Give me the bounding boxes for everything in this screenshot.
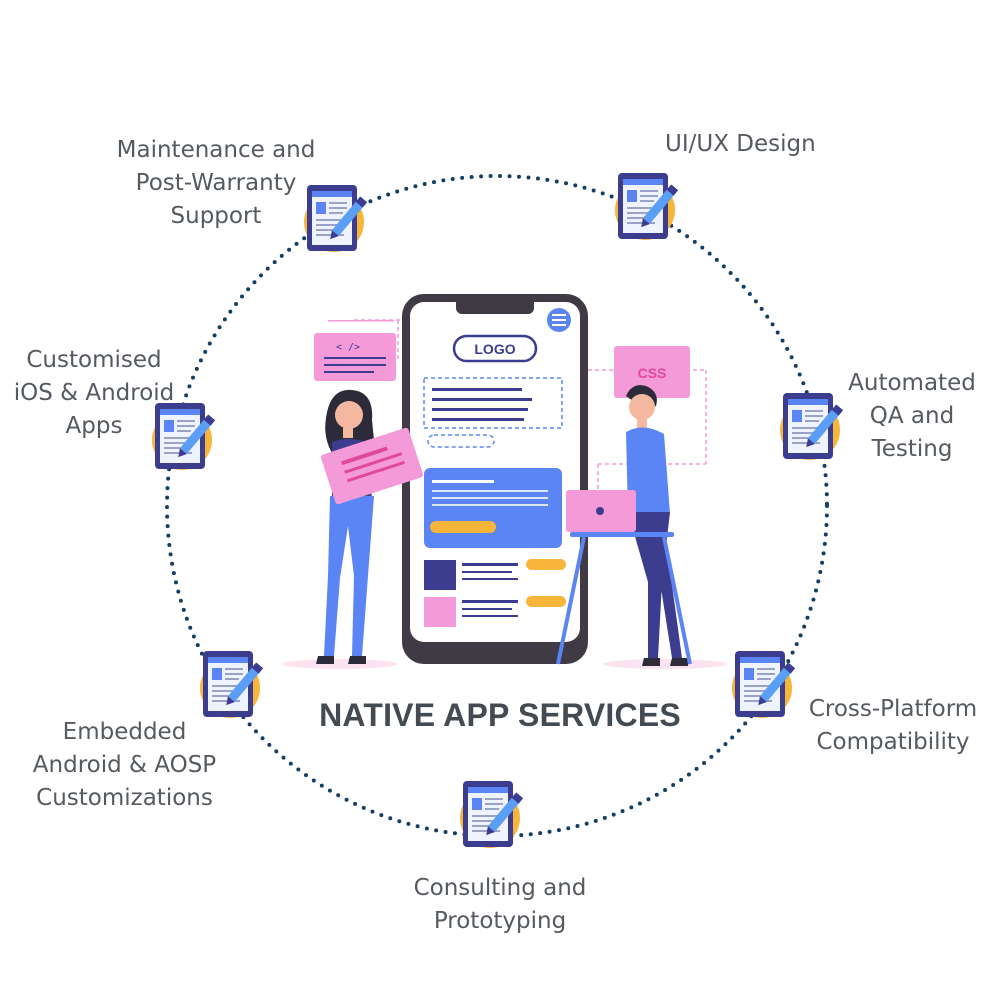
label-line: Customizations [36,785,213,811]
label-ui-ux-design: UI/UX Design [665,128,816,161]
label-line: Apps [65,413,123,439]
node-ui-ux-design-icon [615,173,679,240]
app-illustration: LOGO < /> [282,294,727,669]
label-line: Support [170,203,262,229]
man-figure [626,385,688,666]
code-tag-text: < /> [336,342,360,353]
label-line: Post-Warranty [135,170,297,196]
label-line: QA and [869,403,955,429]
label-automated-qa: Automated QA and Testing [830,367,994,466]
label-consulting: Consulting and Prototyping [380,872,620,938]
label-maintenance: Maintenance and Post-Warranty Support [96,134,336,233]
label-customised-apps: Customised iOS & Android Apps [4,344,184,443]
label-line: Customised [26,347,162,373]
phone-logo-text: LOGO [474,341,515,357]
label-line: UI/UX Design [665,131,816,157]
label-line: Consulting and [413,875,587,901]
woman-card [320,427,424,505]
dotted-ring [165,174,829,838]
node-consulting-icon [460,781,524,848]
css-tag-text: CSS [638,365,667,381]
label-line: iOS & Android [13,380,175,406]
label-embedded-android: Embedded Android & AOSP Customizations [2,716,247,815]
label-line: Cross-Platform [808,696,978,722]
label-line: Prototyping [433,908,567,934]
label-line: Automated [848,370,976,396]
label-line: Compatibility [816,729,970,755]
label-line: Maintenance and [116,137,316,163]
label-cross-platform: Cross-Platform Compatibility [793,693,993,759]
diagram-title: NATIVE APP SERVICES [319,697,681,733]
label-line: Embedded [62,719,187,745]
css-card [614,346,690,398]
label-line: Testing [871,436,953,462]
woman-figure [316,389,376,664]
label-line: Android & AOSP [32,752,217,778]
